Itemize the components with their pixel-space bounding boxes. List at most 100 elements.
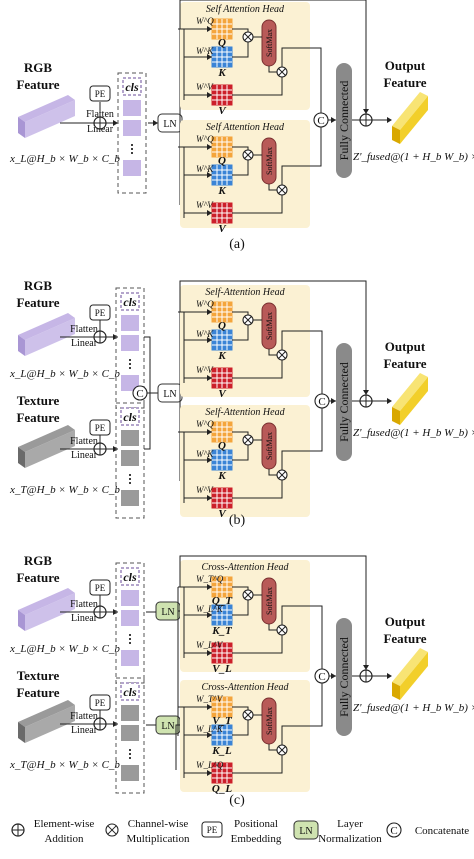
channel-wise-multiplication-icon	[276, 66, 288, 78]
ln-label: LN	[163, 389, 176, 400]
softmax-label: SoftMax	[265, 312, 274, 340]
connector-line	[310, 47, 322, 113]
head-title: Self Attention Head	[206, 4, 285, 15]
token-sequence: cls	[115, 677, 145, 794]
arrow-head	[207, 650, 212, 656]
concat-circle	[386, 822, 402, 838]
ellipsis-dot	[129, 753, 131, 755]
times-stroke	[244, 711, 252, 719]
patch-token	[121, 375, 139, 391]
channel-wise-multiplication-icon	[242, 314, 254, 326]
matrix-label: K	[217, 67, 226, 79]
positional-embedding-box: PE	[89, 694, 111, 711]
cls-token-label: cls	[125, 80, 139, 94]
query-grid	[211, 301, 233, 323]
prism-top	[18, 95, 75, 122]
input-title: Feature	[16, 685, 59, 700]
matrix-label: Q	[218, 155, 226, 167]
key-grid	[211, 329, 233, 351]
output-title: Output	[385, 614, 426, 629]
token-sequence: cls	[115, 402, 145, 519]
output-dims: Z'_fused@(1 + H_b W_b) × D	[353, 151, 474, 163]
matrix-label: V_T	[212, 715, 233, 727]
connector-line	[281, 165, 310, 185]
token-sequence-border	[117, 72, 147, 194]
ellipsis-dot	[129, 642, 131, 644]
ln-border	[293, 820, 319, 840]
flatten-label: Flatten	[70, 324, 98, 335]
arrow-head	[363, 665, 369, 670]
concatenate-icon: C	[314, 393, 330, 409]
prism-front	[392, 407, 400, 425]
cls-token	[120, 567, 140, 586]
flatten-label: Flatten	[70, 711, 98, 722]
arrow-head	[207, 732, 212, 738]
panel-caption: (b)	[229, 513, 246, 528]
connector-line	[179, 555, 367, 670]
legend-label: Multiplication	[127, 833, 190, 845]
output-title: Output	[385, 58, 426, 73]
connector-line	[144, 393, 151, 450]
arrow-head	[387, 117, 392, 123]
weight-label: W^Q	[196, 134, 214, 144]
output-title: Feature	[383, 631, 426, 646]
attention-head: Cross-Attention HeadW_T^VW_L^KW_L^QV_TK_…	[178, 680, 310, 795]
connector-line	[268, 349, 277, 356]
weight-label: W_L^K	[196, 724, 224, 734]
connector-line	[232, 480, 283, 499]
patch-token	[121, 590, 139, 606]
panel-caption: (a)	[229, 237, 245, 252]
connector-line	[268, 66, 277, 73]
prism-side	[25, 318, 75, 356]
head-title: Cross-Attention Head	[201, 562, 289, 573]
positional-embedding-box: PE	[89, 304, 111, 321]
prism-side	[400, 96, 428, 144]
arrow-head	[207, 172, 212, 178]
pe-border	[89, 85, 111, 102]
connector-line	[310, 408, 323, 452]
ln-label: LN	[299, 826, 312, 837]
token-sequence-border	[115, 677, 145, 794]
ellipsis-dot	[131, 144, 133, 146]
connector-line	[310, 330, 323, 394]
prism-top	[392, 648, 428, 686]
concatenate-icon: C	[314, 668, 330, 684]
input-dims: x_T@H_b × W_b × C_b	[9, 484, 120, 496]
times-stroke	[244, 33, 252, 41]
cls-token-label: cls	[123, 570, 137, 584]
head-title: Self Attention Head	[206, 122, 285, 133]
channel-wise-multiplication-icon	[242, 31, 254, 43]
connector-line	[232, 311, 249, 315]
output-feature-prism	[392, 373, 428, 425]
cls-token	[122, 77, 142, 96]
ellipsis-dot	[129, 474, 131, 476]
output-dims: Z'_fused@(1 + H_b W_b) × D	[353, 427, 474, 439]
patch-token	[121, 430, 139, 446]
fc-label: Fully Connected	[337, 81, 351, 161]
input-dims: x_T@H_b × W_b × C_b	[9, 759, 120, 771]
connector-line	[232, 195, 283, 214]
legend-label: Layer	[337, 818, 363, 830]
patch-token	[121, 765, 139, 781]
cls-token-label: cls	[123, 410, 137, 424]
times-stroke	[278, 68, 286, 76]
channel-wise-multiplication-icon	[276, 624, 288, 636]
arrow-head	[207, 612, 212, 618]
channel-wise-multiplication-icon	[276, 744, 288, 756]
weight-label: W^K	[196, 449, 214, 459]
input-title: Feature	[16, 410, 59, 425]
output-title: Output	[385, 339, 426, 354]
concat-symbol: C	[390, 825, 397, 837]
token-sequence: cls	[115, 562, 145, 684]
fc-label: Fully Connected	[337, 637, 351, 717]
connector-line	[232, 586, 249, 590]
patch-token	[121, 335, 139, 351]
positional-embedding-box: PE	[89, 419, 111, 436]
prism-top	[18, 313, 75, 340]
connector-line	[268, 624, 277, 631]
matrix-label: Q_L	[212, 783, 232, 795]
prism-top	[18, 700, 75, 727]
arrow-head	[207, 457, 212, 463]
fully-connected-bar	[336, 618, 352, 736]
prism-top	[392, 92, 428, 130]
